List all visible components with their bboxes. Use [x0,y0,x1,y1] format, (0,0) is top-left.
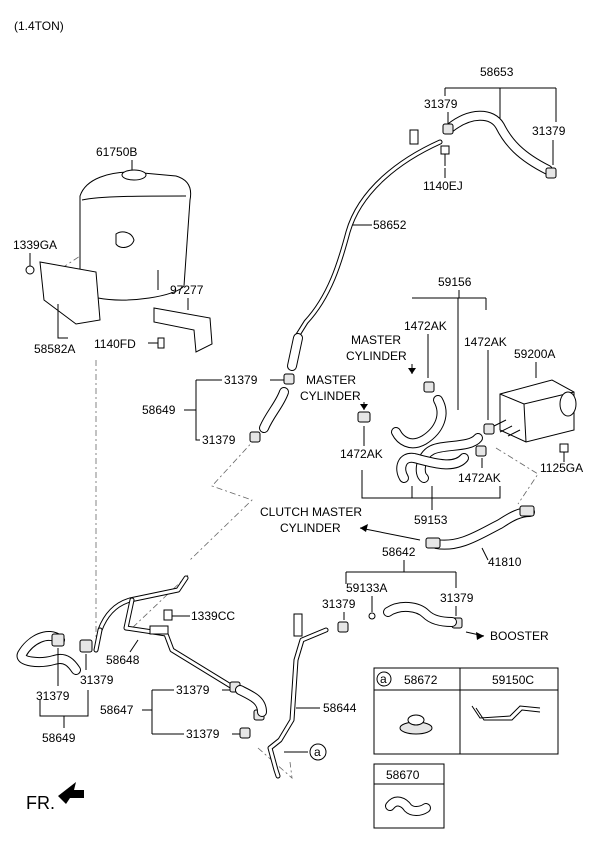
label-58649-low: 58649 [42,731,76,745]
label-1472AK-bl: 1472AK [340,447,383,461]
label-1125GA: 1125GA [540,461,583,475]
grommet-58672-icon [399,714,433,735]
reservoir-61750B: 61750B [79,145,192,301]
label-31379-mid-d: 31379 [440,591,474,605]
label-master-cylinder-2-l2: CYLINDER [300,389,361,403]
label-1472AK-r: 1472AK [464,335,507,349]
label-58648: 58648 [106,653,140,667]
group-59153-labels: 1472AK 1472AK 59153 [340,426,501,527]
bracket-58582A: 1339GA 58582A [13,238,101,356]
clamp-31379-top-left [442,123,454,135]
label-58642: 58642 [382,545,416,559]
group-58653: 58653 31379 31379 1140EJ [423,65,566,193]
label-1140FD: 1140FD [94,337,136,351]
label-31379-mid-c: 31379 [322,597,356,611]
front-arrow-icon [58,782,84,804]
pipe-58644: 58644 a [267,613,357,779]
hose-58670-icon [385,796,431,816]
bolt-1140EJ [440,145,450,166]
clamp-31379-mid-a [283,373,295,385]
label-31379-low-d: 31379 [186,727,220,741]
clamp-31379-top-right [545,167,557,179]
label-fr: FR. [26,793,55,813]
hose-59153 [391,395,487,483]
bracket-97277: 97277 1140FD [94,283,213,353]
legend-col-59150C: 59150C [492,673,534,687]
label-1140EJ: 1140EJ [423,179,463,193]
clip-59150C-icon [471,705,541,721]
legend-marker: a [380,672,387,686]
label-59156: 59156 [438,275,472,289]
label-31379-mid-b: 31379 [202,433,236,447]
pipe-58648: 1339CC 58648 [93,575,237,691]
label-58644: 58644 [323,701,357,715]
group-58649-mid: 31379 58649 31379 [142,373,295,447]
label-61750B: 61750B [96,145,137,159]
label-58653: 58653 [480,65,514,79]
legend-col-58672: 58672 [404,673,438,687]
label-41810: 41810 [488,555,522,569]
group-58642: 58642 59133A 31379 31379 BOOSTER [322,545,549,643]
label-59200A: 59200A [514,347,555,361]
label-master-cylinder-2-l1: MASTER [306,373,356,387]
group-41810: CLUTCH MASTER CYLINDER 41810 [260,505,535,569]
clamp-31379-mid-b [249,431,261,443]
label-31379-low-a: 31379 [36,689,70,703]
label-58582A: 58582A [34,342,75,356]
label-master-cylinder-1-l2: CYLINDER [346,349,407,363]
label-97277: 97277 [170,283,204,297]
group-59156: 59156 1472AK 1472AK MASTER CYLINDER [346,275,507,435]
hose-58649-mid [259,387,289,433]
group-58649-low: 31379 31379 58649 [16,631,114,745]
label-59133A: 59133A [346,581,387,595]
legend-col-58670: 58670 [386,768,420,782]
label-1339CC: 1339CC [191,609,235,623]
label-1472AK-br: 1472AK [458,471,501,485]
group-58647: 31379 58647 31379 [100,681,267,741]
label-booster: BOOSTER [490,629,549,643]
label-31379-mid-a: 31379 [224,373,258,387]
label-31379-low-b: 31379 [80,673,114,687]
pipe-bracket [409,129,419,145]
label-31379-low-c: 31379 [176,683,210,697]
hose-58653 [445,110,553,175]
group-master-cylinder-2: MASTER CYLINDER [300,373,371,423]
label-master-cylinder-1-l1: MASTER [351,333,401,347]
front-direction-indicator: FR. [26,782,84,813]
label-1472AK-l: 1472AK [404,319,447,333]
pipe-58652: 58652 [287,129,443,371]
label-58649-mid: 58649 [142,403,176,417]
part-59200A: 59200A 1125GA [493,347,583,475]
legend-table: a 58672 59150C 58670 [373,667,559,829]
label-31379-top-left: 31379 [424,97,458,111]
label-58647: 58647 [100,703,134,717]
variant-label: (1.4TON) [14,19,64,33]
label-clutch-l1: CLUTCH MASTER [260,505,362,519]
callout-a: a [314,745,321,759]
label-1339GA: 1339GA [13,238,57,252]
label-31379-top-right: 31379 [532,124,566,138]
label-clutch-l2: CYLINDER [280,521,341,535]
label-58652: 58652 [373,218,407,232]
label-59153: 59153 [414,513,448,527]
